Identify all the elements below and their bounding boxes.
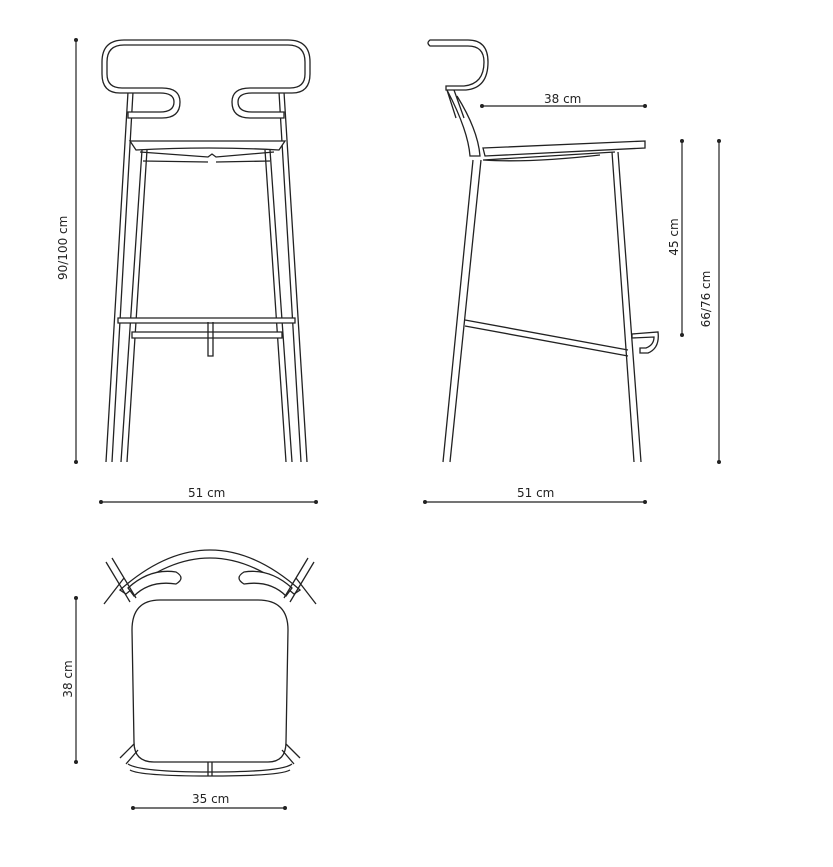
top-backrest-arc	[118, 549, 302, 595]
top-legs-front	[119, 743, 301, 765]
front-backrest	[101, 39, 311, 119]
side-back-post	[446, 89, 481, 157]
top-footrest	[127, 762, 293, 777]
dimension-lines	[74, 38, 721, 810]
front-leg-right-outer	[278, 91, 308, 463]
top-view	[103, 549, 317, 777]
side-footrest-bar	[464, 319, 629, 357]
dim-front-height: 90/100 cm	[56, 215, 70, 280]
top-legs-rear	[103, 557, 317, 605]
side-front-leg	[442, 159, 482, 463]
front-leg-right-inner	[264, 149, 293, 463]
dim-top-width: 35 cm	[192, 792, 230, 806]
top-backrest-loop-left	[127, 570, 182, 597]
side-footrest	[631, 331, 659, 354]
front-seat	[128, 140, 287, 151]
dim-front-width: 51 cm	[188, 486, 226, 500]
side-view	[427, 39, 659, 463]
top-backrest-loop-right	[238, 570, 293, 597]
side-backrest	[427, 39, 489, 91]
dim-side-seat-to-footrest: 45 cm	[667, 218, 681, 256]
top-seat	[131, 599, 289, 763]
front-view	[101, 39, 311, 463]
side-seat-frame	[482, 151, 616, 162]
dim-top-depth: 38 cm	[61, 660, 75, 698]
dim-side-seat-height: 66/76 cm	[699, 270, 713, 328]
dim-side-seat-depth: 38 cm	[544, 92, 582, 106]
front-leg-left-inner	[120, 149, 148, 463]
dim-side-depth: 51 cm	[517, 486, 555, 500]
front-footrest	[117, 317, 296, 339]
front-seat-frame	[139, 151, 275, 163]
front-footrest-post	[207, 322, 214, 357]
side-seat	[482, 140, 646, 157]
front-leg-left-outer	[105, 91, 134, 463]
side-rear-leg	[611, 151, 642, 463]
